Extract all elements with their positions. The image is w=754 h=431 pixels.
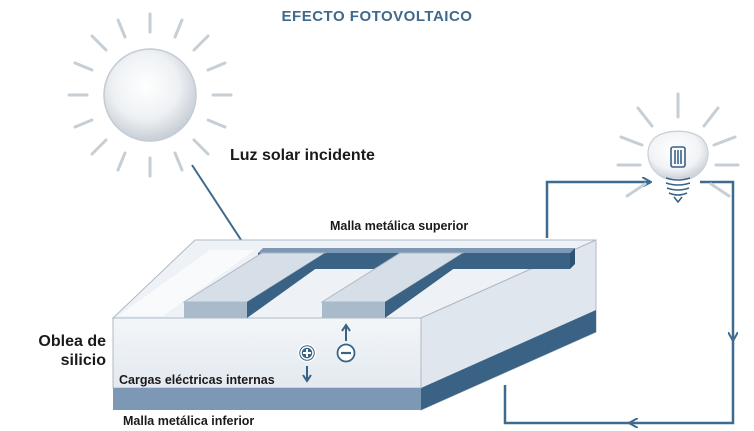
diagram-title: EFECTO FOTOVOLTAICO xyxy=(281,8,473,25)
light-bulb-icon xyxy=(616,92,740,204)
top-grid-label: Malla metálica superior xyxy=(330,219,469,233)
bottom-metal-grid xyxy=(113,388,421,410)
sun-icon xyxy=(67,12,233,178)
wafer-label-line2: silicio xyxy=(60,352,106,369)
internal-charges-label: Cargas eléctricas internas xyxy=(119,373,275,387)
bottom-grid-label: Malla metálica inferior xyxy=(123,414,255,428)
incident-light-label: Luz solar incidente xyxy=(230,147,375,164)
positive-charge-icon xyxy=(297,343,317,383)
wafer-label-line1: Oblea de xyxy=(38,333,106,350)
circuit-wire xyxy=(503,182,733,423)
top-metal-grid xyxy=(118,248,575,318)
negative-charge-icon xyxy=(336,323,356,363)
wafer-label: Oblea de silicio xyxy=(24,332,106,370)
